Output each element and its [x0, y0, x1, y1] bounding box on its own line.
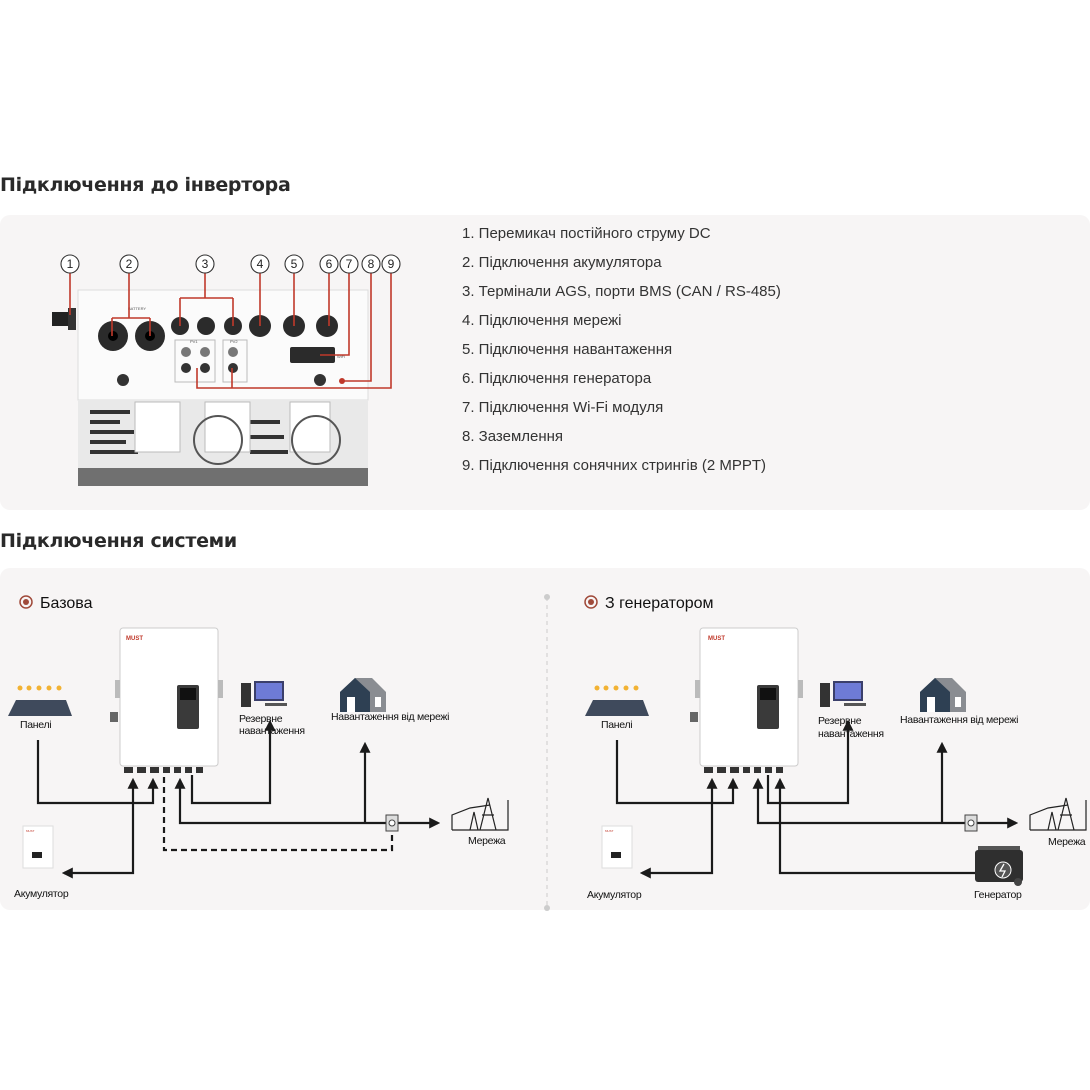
- list-item: 2. Підключення акумулятора: [462, 254, 662, 271]
- generator-icon: [975, 846, 1023, 886]
- bullet-icon: [584, 595, 598, 609]
- backup-load-label: навантаження: [818, 728, 884, 740]
- battery-line: [639, 777, 718, 879]
- basic-title: Базова: [40, 595, 93, 612]
- callout-number: 4: [257, 257, 264, 271]
- battery-icon: MUST: [601, 825, 633, 869]
- generator-title: З генератором: [605, 595, 714, 612]
- battery-line: [61, 777, 139, 879]
- computer-icon: [820, 681, 866, 707]
- brand-logo: MUST: [126, 636, 143, 642]
- list-item: 9. Підключення сонячних стрингів (2 MPPT…: [462, 457, 767, 474]
- power-grid-icon: [451, 797, 509, 831]
- ct-line: [162, 777, 394, 852]
- callout-4: [250, 254, 270, 274]
- grid-load-label: Навантаження від мережі: [900, 714, 1018, 726]
- brand-logo: MUST: [26, 829, 35, 833]
- list-item: 6. Підключення генератора: [462, 370, 652, 387]
- callout-number: 1: [67, 257, 74, 271]
- callout-8: [361, 254, 381, 274]
- callout-number: 9: [388, 257, 395, 271]
- system-section-title: Підключення системи: [0, 530, 237, 552]
- grid-line: [174, 777, 441, 829]
- battery-label: Акумулятор: [587, 889, 642, 901]
- callout-number: 6: [326, 257, 333, 271]
- wifi-label: WiFi: [337, 354, 345, 359]
- bullet-icon: [19, 595, 33, 609]
- generator-diagram: З генератором MUST Панелі Резервне наван…: [584, 595, 1087, 901]
- callout-9: [381, 254, 401, 274]
- callout-number: 3: [202, 257, 209, 271]
- solar-panel-icon: [8, 685, 72, 716]
- inverter-section-title: Підключення до інвертора: [0, 174, 291, 196]
- list-item: 8. Заземлення: [462, 428, 564, 445]
- computer-icon: [241, 681, 287, 707]
- callout-2: [119, 254, 139, 274]
- callout-7: [339, 254, 359, 274]
- callout-number: 5: [291, 257, 298, 271]
- backup-load-label: навантаження: [239, 725, 305, 737]
- pv1-label: PV1: [190, 339, 198, 344]
- brand-logo: MUST: [708, 636, 725, 642]
- grid-label: Мережа: [468, 835, 506, 847]
- list-item: 3. Термінали AGS, порти BMS (CAN / RS-48…: [462, 283, 781, 300]
- battery-icon: MUST: [22, 825, 54, 869]
- inverter-bottom-view: BATTERY PV1 PV2 WiFi: [52, 254, 401, 486]
- battery-port-label: BATTERY: [128, 306, 146, 311]
- connection-list: 1. Перемикач постійного струму DC 2. Під…: [462, 224, 781, 485]
- solar-panel-icon: [585, 685, 649, 716]
- brand-logo: MUST: [605, 829, 614, 833]
- callout-6: [319, 254, 339, 274]
- inverter-icon: MUST: [690, 627, 803, 773]
- generator-line: [774, 777, 975, 875]
- callout-numbers: [60, 254, 401, 274]
- backup-load-label: Резервне: [239, 713, 283, 725]
- panels-label: Панелі: [20, 719, 51, 731]
- power-grid-icon: [1029, 797, 1087, 831]
- callout-number: 8: [368, 257, 375, 271]
- grid-line: [752, 777, 1019, 829]
- inverter-icon: MUST: [110, 627, 223, 773]
- ports: PV1 PV2 WiFi: [98, 315, 345, 386]
- basic-diagram: Базова MUST Панелі Резервне навантаження…: [8, 595, 509, 900]
- panels-label: Панелі: [601, 719, 632, 731]
- list-item: 1. Перемикач постійного струму DC: [462, 225, 711, 242]
- house-icon: [920, 678, 966, 712]
- list-item: 7. Підключення Wi-Fi модуля: [462, 399, 664, 416]
- callout-5: [284, 254, 304, 274]
- grid-label: Мережа: [1048, 836, 1086, 848]
- backup-load-label: Резервне: [818, 715, 862, 727]
- house-icon: [340, 678, 386, 712]
- callout-number: 2: [126, 257, 133, 271]
- callout-number: 7: [346, 257, 353, 271]
- callout-lines: [69, 273, 392, 389]
- callout-3: [195, 254, 215, 274]
- grid-load-label: Навантаження від мережі: [331, 711, 449, 723]
- generator-label: Генератор: [974, 889, 1022, 901]
- divider: [544, 594, 550, 911]
- list-item: 4. Підключення мережі: [462, 312, 622, 329]
- list-item: 5. Підключення навантаження: [462, 341, 673, 358]
- pv2-label: PV2: [230, 339, 238, 344]
- battery-label: Акумулятор: [14, 888, 69, 900]
- callout-1: [60, 254, 80, 274]
